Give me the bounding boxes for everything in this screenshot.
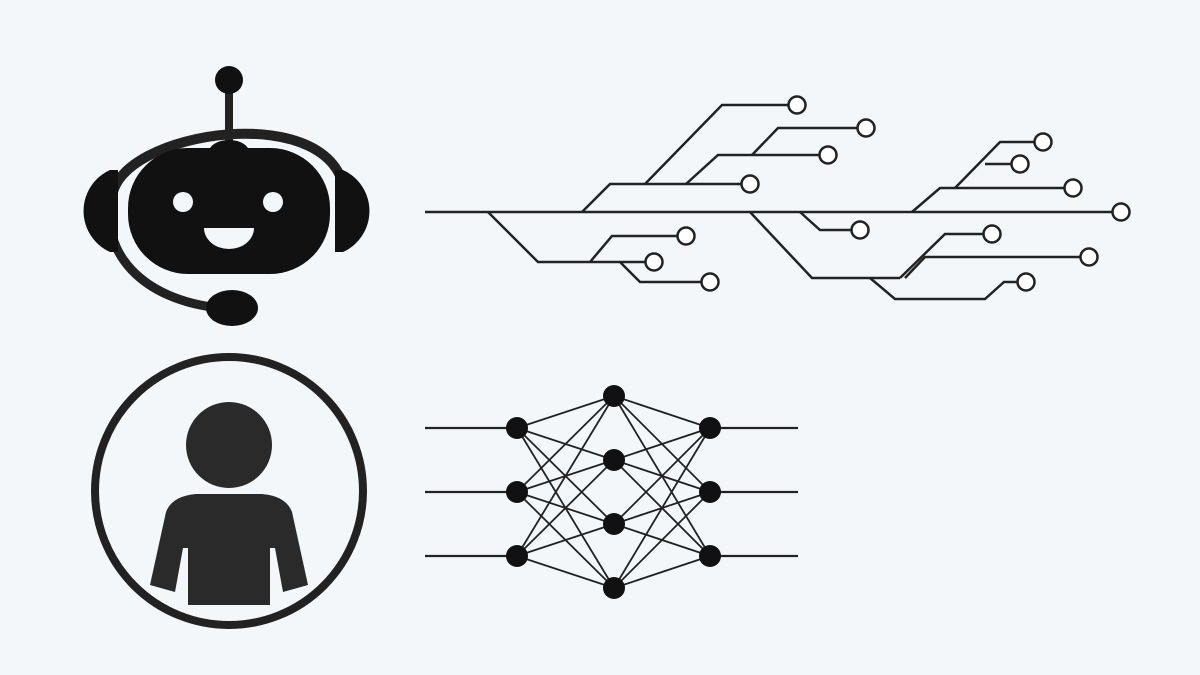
robot-headset-icon	[83, 66, 370, 326]
network-node	[506, 545, 528, 567]
circuit-trace	[899, 232, 983, 279]
mic-icon	[206, 290, 258, 326]
robot-right-eye	[263, 192, 283, 212]
robot-head	[128, 148, 330, 274]
circuit-node	[850, 220, 870, 240]
network-io-lines	[425, 426, 798, 558]
person-body	[150, 494, 308, 605]
circuit-trace	[911, 186, 1064, 213]
network-node	[603, 385, 625, 407]
network-edge	[613, 427, 711, 525]
circuit-node	[787, 95, 807, 115]
network-node	[699, 417, 721, 439]
network-node	[506, 417, 528, 439]
circuit-trace	[954, 140, 1034, 189]
circuit-trace	[685, 153, 819, 185]
network-edge	[613, 427, 711, 589]
circuit-node	[644, 252, 664, 272]
circuit-node	[1111, 202, 1131, 222]
network-edge	[613, 395, 711, 429]
antenna-tip	[215, 66, 243, 94]
circuit-node	[1079, 247, 1099, 267]
network-node	[699, 481, 721, 503]
circuit-trace	[751, 126, 857, 156]
network-edge	[613, 491, 711, 589]
circuit-trace	[869, 277, 1017, 301]
robot-smile	[204, 228, 254, 249]
network-edge	[516, 459, 615, 557]
circuit-trace	[589, 234, 678, 263]
network-edge	[516, 395, 615, 429]
network-edges	[516, 395, 711, 589]
network-node	[603, 513, 625, 535]
right-earcup	[335, 170, 370, 252]
circuit-trace	[487, 211, 645, 264]
network-node	[603, 449, 625, 471]
circuit-node	[1010, 154, 1030, 174]
circuit-trace	[799, 211, 852, 232]
circuit-node	[676, 226, 696, 246]
person-head	[186, 402, 272, 488]
circuit-node	[1016, 272, 1036, 292]
circuit-trace	[581, 182, 741, 213]
circuit-node	[982, 224, 1002, 244]
circuit-node	[740, 174, 760, 194]
circuit-traces-icon	[425, 95, 1131, 301]
network-edge	[516, 523, 615, 557]
avatar-ring	[91, 353, 367, 629]
network-edge	[613, 555, 711, 589]
circuit-node	[1033, 132, 1053, 152]
network-node	[603, 577, 625, 599]
network-node	[506, 481, 528, 503]
circuit-node	[818, 145, 838, 165]
network-edge	[516, 395, 615, 493]
network-node	[699, 545, 721, 567]
circuit-node	[856, 118, 876, 138]
left-earcup	[83, 170, 118, 252]
circuit-trace	[644, 103, 788, 185]
circuit-trace	[904, 255, 1080, 279]
network-nodes	[506, 385, 721, 599]
circuit-node	[1063, 178, 1083, 198]
person-avatar-icon	[91, 353, 367, 629]
circuit-node	[700, 272, 720, 292]
robot-left-eye	[173, 192, 193, 212]
network-edge	[516, 555, 615, 589]
network-edge	[516, 395, 615, 557]
circuit-trace	[619, 261, 701, 284]
network-edge	[613, 427, 711, 461]
neural-network-icon	[425, 385, 798, 599]
